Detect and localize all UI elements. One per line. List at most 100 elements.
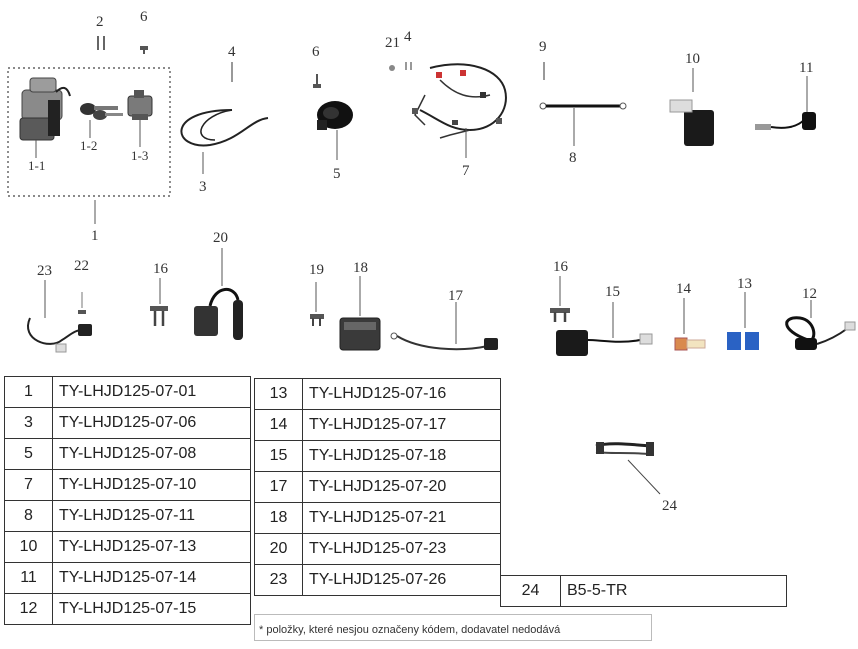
part-11-sensor: 11 — [755, 60, 816, 130]
callout-1-2: 1-2 — [80, 138, 97, 153]
part-number: 13 — [254, 378, 303, 410]
part-6-bolt-a: 6 — [140, 9, 148, 54]
callout-18: 18 — [353, 260, 368, 276]
callout-23: 23 — [37, 263, 52, 279]
exploded-parts-diagram: 1-1 1-2 1-3 1 2 6 3 4 6 — [7, 9, 856, 356]
part-16-bolts-a: 16 — [150, 261, 169, 326]
part-number: 3 — [4, 407, 53, 439]
part-14-fuse-holder: 14 — [674, 281, 706, 351]
part-number: 11 — [4, 562, 53, 594]
callout-6-a: 6 — [140, 9, 148, 25]
part-4-screw-a: 4 — [228, 44, 236, 82]
part-code: TY-LHJD125-07-23 — [302, 533, 501, 565]
part-13-relays: 13 — [727, 276, 759, 350]
callout-8: 8 — [569, 150, 577, 166]
part-1-2-keys — [80, 103, 123, 120]
part-code: TY-LHJD125-07-26 — [302, 564, 501, 596]
callout-16-b: 16 — [553, 259, 569, 275]
part-number: 20 — [254, 533, 303, 565]
callout-16-a: 16 — [153, 261, 169, 277]
part-3-cable: 3 — [180, 109, 269, 195]
part-20-ignition-coil: 20 — [194, 230, 243, 340]
part-code: TY-LHJD125-07-08 — [52, 438, 251, 470]
part-code: B5-5-TR — [560, 575, 787, 607]
part-number: 8 — [4, 500, 53, 532]
callout-4-b: 4 — [404, 29, 412, 45]
part-16-bolts-b: 16 — [550, 259, 570, 322]
callout-6-b: 6 — [312, 44, 320, 60]
part-number: 24 — [500, 575, 561, 607]
part-number: 7 — [4, 469, 53, 501]
callout-21: 21 — [385, 35, 400, 51]
part-number: 23 — [254, 564, 303, 596]
part-22-screw: 22 — [74, 258, 89, 314]
part-10-flasher-relay: 10 — [669, 51, 714, 146]
callout-3: 3 — [199, 179, 207, 195]
part-24-bracket: 24 — [595, 442, 678, 514]
callout-2: 2 — [96, 14, 104, 30]
part-6-bolt-b: 6 — [312, 44, 321, 88]
callout-20: 20 — [213, 230, 228, 246]
callout-5: 5 — [333, 166, 341, 182]
part-4-screw-b: 4 — [404, 29, 412, 70]
part-5-horn: 5 — [317, 101, 353, 182]
callout-11: 11 — [799, 60, 813, 76]
part-code: TY-LHJD125-07-11 — [52, 500, 251, 532]
part-code: TY-LHJD125-07-21 — [302, 502, 501, 534]
part-number: 5 — [4, 438, 53, 470]
part-1-3-seat-lock — [127, 90, 153, 120]
part-8-ground-cable: 8 — [539, 102, 627, 166]
part-group-1-ignition-set: 1-1 1-2 1-3 1 — [7, 67, 171, 244]
part-23-side-stand-switch: 23 — [27, 263, 92, 353]
part-15-regulator-rectifier: 15 — [556, 284, 653, 356]
part-number: 18 — [254, 502, 303, 534]
callout-1-1: 1-1 — [28, 158, 45, 173]
part-code: TY-LHJD125-07-06 — [52, 407, 251, 439]
part-code: TY-LHJD125-07-17 — [302, 409, 501, 441]
supply-note: * položky, které nesjou označeny kódem, … — [254, 614, 652, 641]
part-code: TY-LHJD125-07-13 — [52, 531, 251, 563]
callout-15: 15 — [605, 284, 620, 300]
part-2-screws: 2 — [96, 14, 105, 50]
callout-10: 10 — [685, 51, 700, 67]
part-code: TY-LHJD125-07-16 — [302, 378, 501, 410]
callout-22: 22 — [74, 258, 89, 274]
part-21-washer: 21 — [385, 35, 400, 71]
callout-4-a: 4 — [228, 44, 236, 60]
callout-24: 24 — [662, 498, 678, 514]
part-number: 17 — [254, 471, 303, 503]
callout-14: 14 — [676, 281, 692, 297]
part-code: TY-LHJD125-07-14 — [52, 562, 251, 594]
callout-7: 7 — [462, 163, 470, 179]
part-9-bolt: 9 — [539, 39, 547, 80]
callout-17: 17 — [448, 288, 464, 304]
part-18-cdi-unit: 18 — [339, 260, 381, 351]
callout-12: 12 — [802, 286, 817, 302]
part-code: TY-LHJD125-07-01 — [52, 376, 251, 408]
part-number: 14 — [254, 409, 303, 441]
part-number: 15 — [254, 440, 303, 472]
part-number: 12 — [4, 593, 53, 625]
part-19-bolts: 19 — [309, 262, 324, 326]
callout-19: 19 — [309, 262, 324, 278]
part-number: 10 — [4, 531, 53, 563]
callout-9: 9 — [539, 39, 547, 55]
part-code: TY-LHJD125-07-10 — [52, 469, 251, 501]
